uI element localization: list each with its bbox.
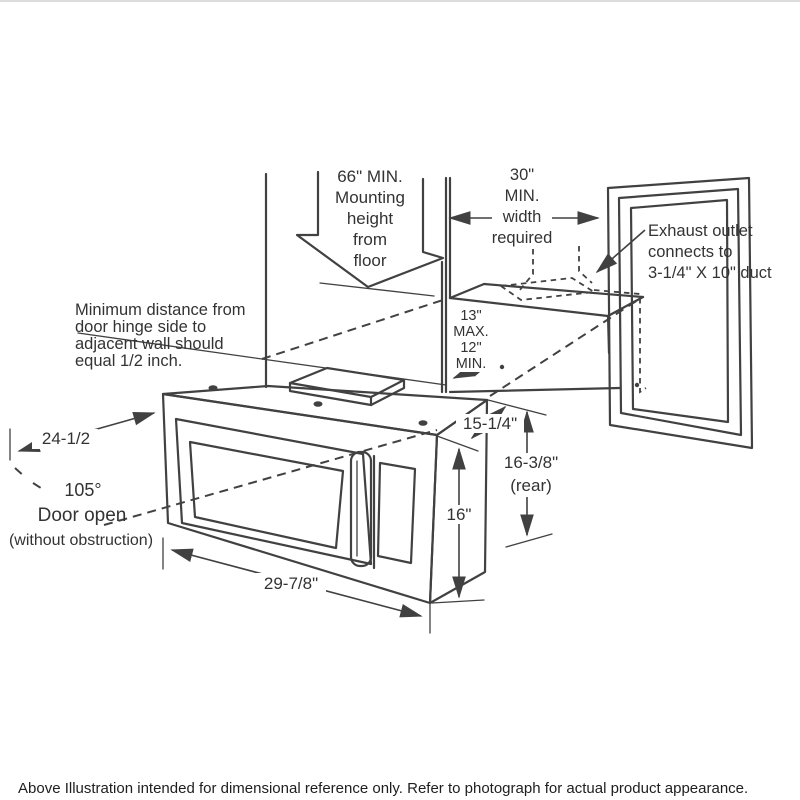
- label-backgrounds: [32, 208, 567, 593]
- mounting-height-line1: 66" MIN.: [337, 167, 403, 186]
- cabinet-clearance-line4: MIN.: [456, 356, 487, 372]
- cabinet-clearance-line2: MAX.: [453, 324, 488, 340]
- door-window: [188, 440, 345, 550]
- microwave-side-face: [428, 398, 489, 605]
- microwave-top-face: [161, 384, 489, 437]
- hinge-line2: door hinge side to: [75, 318, 206, 336]
- width-required-line1: 30": [510, 166, 534, 184]
- width-required-label: 30" MIN. width required: [492, 166, 553, 247]
- width-required-line2: MIN.: [505, 187, 540, 205]
- hinge-line1: Minimum distance from: [75, 301, 246, 319]
- exhaust-line1: Exhaust outlet: [648, 222, 753, 240]
- door-swing-dashes: [14, 467, 45, 491]
- cabinet-clearance-line1: 13": [460, 308, 481, 324]
- mounting-height-arrow-outline: [295, 170, 445, 289]
- mounting-height-line2: Mounting: [335, 188, 405, 207]
- door-open-depth-label: 24-1/2: [42, 429, 90, 448]
- width-required-line3: width: [502, 208, 542, 226]
- hinge-line3: adjacent wall should: [75, 335, 224, 353]
- microwave-outline: [161, 366, 489, 605]
- hinge-clearance-label: Minimum distance from door hinge side to…: [75, 301, 246, 370]
- top-depth-label: 15-1/4": [463, 414, 517, 433]
- door-open-label: Door open: [38, 505, 127, 526]
- hinge-line4: equal 1/2 inch.: [75, 352, 182, 370]
- caption: Above Illustration intended for dimensio…: [18, 780, 748, 797]
- cabinet-clearance-line3: 12": [460, 340, 481, 356]
- mounting-height-line3: height: [347, 209, 394, 228]
- mounting-height-label: 66" MIN. Mounting height from floor: [335, 167, 405, 270]
- rear-height-note: (rear): [510, 476, 552, 495]
- exhaust-leader-arrow: [595, 229, 646, 274]
- door-open-angle-label: 105°: [64, 480, 101, 500]
- top-hole-2: [313, 401, 323, 407]
- exhaust-duct-dashed: [518, 249, 534, 292]
- control-panel: [376, 461, 417, 565]
- mounting-height-line4: from: [353, 230, 387, 249]
- open-door-edge-dashed: [103, 429, 438, 526]
- front-height-label: 16": [447, 505, 472, 524]
- cabinet-clearance-label: 13" MAX. 12" MIN.: [453, 308, 488, 372]
- width-required-line4: required: [492, 229, 553, 247]
- labels: 66" MIN. Mounting height from floor 30" …: [9, 166, 772, 593]
- hidden-lines: [14, 246, 647, 526]
- extension-lines: [9, 399, 553, 634]
- exhaust-line3: 3-1/4" X 10" duct: [648, 264, 772, 282]
- exhaust-outlet-label: Exhaust outlet connects to 3-1/4" X 10" …: [648, 222, 772, 282]
- rear-height-label: 16-3/8": [504, 453, 558, 472]
- body-width-label: 29-7/8": [264, 574, 318, 593]
- top-hole-3: [418, 420, 428, 426]
- side-wall-panel: [606, 176, 754, 450]
- mounting-height-line5: floor: [353, 251, 386, 270]
- door-open-note: (without obstruction): [9, 532, 153, 549]
- exhaust-line2: connects to: [648, 243, 732, 261]
- top-hole-1: [208, 385, 218, 391]
